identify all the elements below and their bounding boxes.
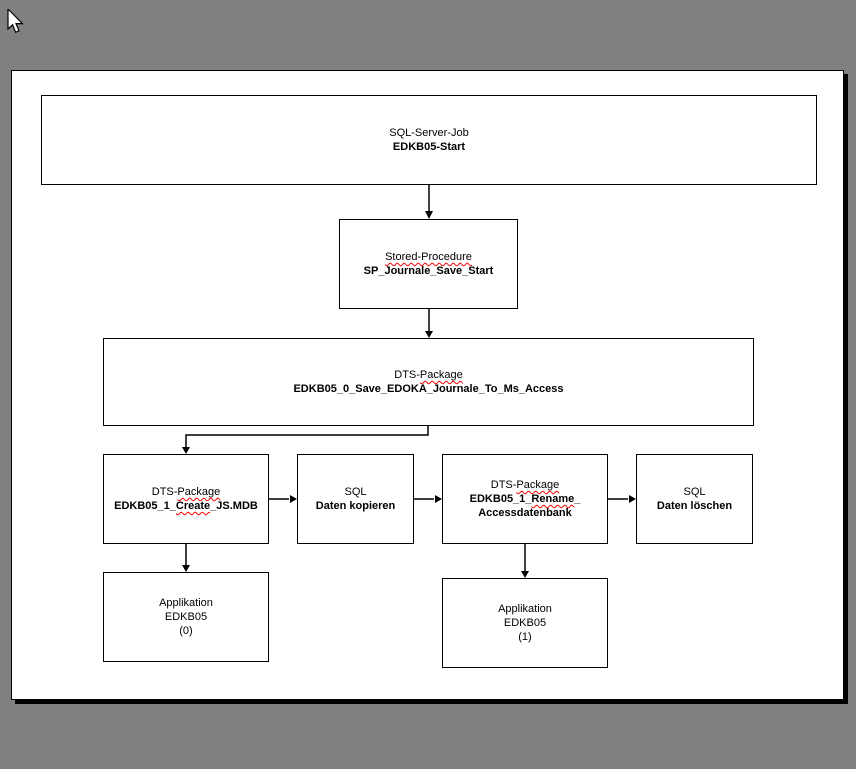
arrowhead-down-icon — [182, 565, 190, 572]
text-segment: EDKB05_1_ — [469, 493, 532, 505]
text-segment: SP_Journale_Save_Start — [363, 265, 494, 277]
arrowhead-right-icon — [290, 495, 297, 503]
connector-dtssave-to-create — [185, 426, 429, 447]
node-type-line: Applikation — [498, 602, 552, 616]
misspelled-segment: Package — [516, 479, 560, 491]
node-sql-daten-loeschen[interactable]: SQL Daten löschen — [636, 454, 753, 544]
node-title-line: EDKB05_1_Rename_ — [470, 492, 581, 506]
node-applikation-edkb05-1[interactable]: Applikation EDKB05 (1) — [442, 578, 608, 668]
text-segment: SQL — [344, 486, 367, 498]
text-segment: EDKB05 — [164, 611, 208, 623]
text-segment: Applikation — [498, 603, 552, 615]
node-extra-line: (1) — [498, 630, 552, 644]
text-segment: Accessdatenbank — [478, 507, 572, 519]
node-extra-line: Accessdatenbank — [470, 506, 581, 520]
text-segment: DTS- — [394, 369, 420, 381]
node-applikation-edkb05-0[interactable]: Applikation EDKB05 (0) — [103, 572, 269, 662]
node-type-line: DTS-Package — [114, 485, 258, 499]
node-title-line: EDKB05-Start — [389, 140, 468, 154]
text-segment: SQL-Server-Job — [389, 127, 469, 139]
arrowhead-down-icon — [425, 331, 433, 338]
node-sql-daten-kopieren[interactable]: SQL Daten kopieren — [297, 454, 414, 544]
text-segment: EDKB05_0_Save_EDOKA_Journale_To_Ms_Acces… — [293, 383, 564, 395]
node-title-line: EDKB05_1_Create_JS.MDB — [114, 499, 258, 513]
node-title-line: Daten löschen — [657, 499, 732, 513]
node-type-line: DTS-Package — [470, 478, 581, 492]
node-extra-line: (0) — [159, 624, 213, 638]
arrowhead-down-icon — [521, 571, 529, 578]
node-dts-package-create-js-mdb[interactable]: DTS-Package EDKB05_1_Create_JS.MDB — [103, 454, 269, 544]
text-segment: EDKB05_1_ — [114, 500, 176, 512]
node-title-line: Daten kopieren — [316, 499, 395, 513]
node-title-line: EDKB05 — [159, 610, 213, 624]
text-segment: Daten kopieren — [315, 500, 396, 512]
misspelled-segment: Package — [177, 486, 221, 498]
misspelled-segment: Package — [419, 369, 463, 381]
node-dts-package-save-journale[interactable]: DTS-Package EDKB05_0_Save_EDOKA_Journale… — [103, 338, 754, 426]
text-segment: EDKB05-Start — [392, 141, 466, 153]
node-type-line: DTS-Package — [293, 368, 563, 382]
text-segment: (0) — [179, 625, 193, 637]
text-segment: Applikation — [159, 597, 213, 609]
node-title-line: EDKB05_0_Save_EDOKA_Journale_To_Ms_Acces… — [293, 382, 563, 396]
arrowhead-down-icon — [425, 211, 433, 219]
node-type-line: Applikation — [159, 596, 213, 610]
text-segment: SQL — [683, 486, 706, 498]
node-type-line: Stored-Procedure — [364, 250, 494, 264]
text-segment: (1) — [518, 631, 532, 643]
arrowhead-right-icon — [435, 495, 442, 503]
text-segment: _ — [574, 493, 581, 505]
text-segment: Daten löschen — [656, 500, 733, 512]
text-segment: _JS.MDB — [210, 500, 258, 512]
misspelled-segment: Rename — [531, 493, 575, 505]
text-segment: DTS- — [151, 486, 178, 498]
node-stored-procedure[interactable]: Stored-Procedure SP_Journale_Save_Start — [339, 219, 518, 309]
text-segment: DTS- — [490, 479, 517, 491]
node-type-line: SQL — [657, 485, 732, 499]
arrowhead-down-icon — [182, 447, 190, 454]
node-sql-server-job[interactable]: SQL-Server-Job EDKB05-Start — [41, 95, 817, 185]
misspelled-segment: Create — [175, 500, 211, 512]
node-type-line: SQL-Server-Job — [389, 126, 468, 140]
node-type-line: SQL — [316, 485, 395, 499]
misspelled-segment: Stored-Procedure — [385, 251, 472, 263]
document-page: SQL-Server-Job EDKB05-Start Stored-Proce… — [11, 70, 844, 700]
node-title-line: EDKB05 — [498, 616, 552, 630]
arrowhead-right-icon — [629, 495, 636, 503]
node-title-line: SP_Journale_Save_Start — [364, 264, 494, 278]
node-dts-package-rename-accessdatenbank[interactable]: DTS-Package EDKB05_1_Rename_ Accessdaten… — [442, 454, 608, 544]
text-segment: EDKB05 — [503, 617, 547, 629]
arrow-pointer-icon — [7, 9, 24, 33]
